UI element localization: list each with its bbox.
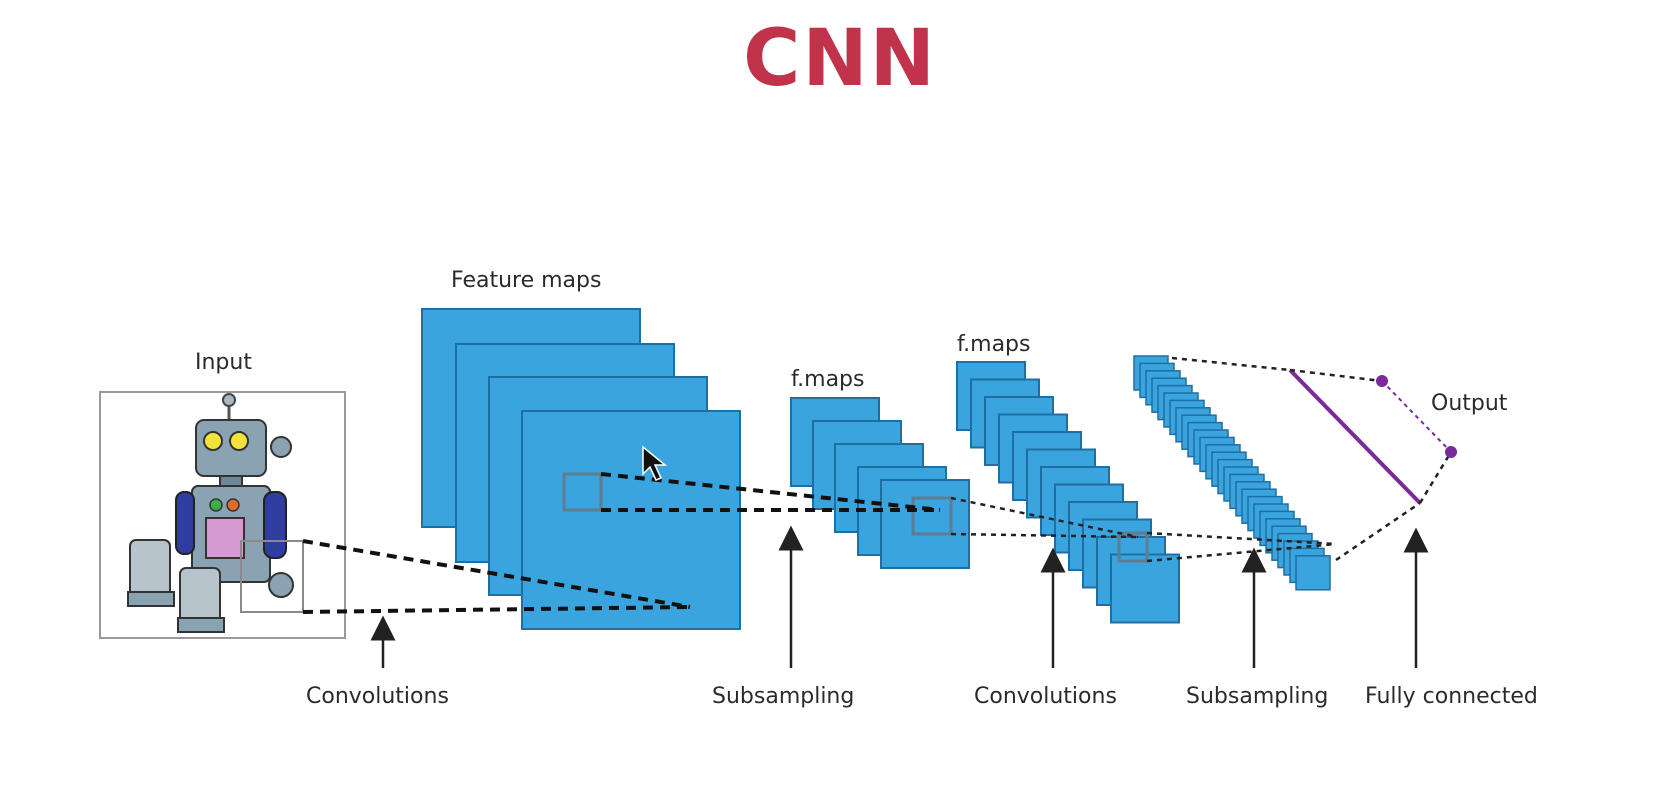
fmap3-28 xyxy=(1295,555,1331,591)
fmaps-stack-1 xyxy=(790,397,970,569)
fmaps-label-2: f.maps xyxy=(957,332,1031,357)
stage-label-subsampling-1: Subsampling xyxy=(712,684,855,709)
fmaps-stack-2 xyxy=(956,361,1180,624)
stage-label-fully-connected: Fully connected xyxy=(1365,684,1538,709)
fmaps-stack-3 xyxy=(1133,355,1331,591)
fully-connected-layer xyxy=(1171,356,1457,562)
input-label: Input xyxy=(195,350,252,375)
feature-map-4 xyxy=(521,410,741,630)
output-node-2 xyxy=(1445,446,1457,458)
feature-maps-stack xyxy=(421,308,741,630)
output-node-1 xyxy=(1376,375,1388,387)
output-label: Output xyxy=(1431,391,1508,416)
fmaps2-receptive-field xyxy=(1117,531,1149,563)
input-image xyxy=(99,391,346,639)
input-receptive-field xyxy=(240,540,304,613)
fmap1-5 xyxy=(880,479,970,569)
stage-label-subsampling-2: Subsampling xyxy=(1186,684,1329,709)
stage-label-convolutions-2: Convolutions xyxy=(974,684,1117,709)
dense-layer-line xyxy=(1288,368,1422,505)
fmaps-label-1: f.maps xyxy=(791,367,865,392)
fmaps1-receptive-field xyxy=(911,496,953,536)
fmap2-12 xyxy=(1110,553,1180,624)
stage-label-convolutions-1: Convolutions xyxy=(306,684,449,709)
mouse-cursor-icon xyxy=(642,445,668,481)
page-title: CNN xyxy=(743,14,937,104)
feature-map-receptive-field xyxy=(562,472,603,512)
feature-maps-label: Feature maps xyxy=(451,268,602,293)
stage-arrows xyxy=(370,525,1429,668)
